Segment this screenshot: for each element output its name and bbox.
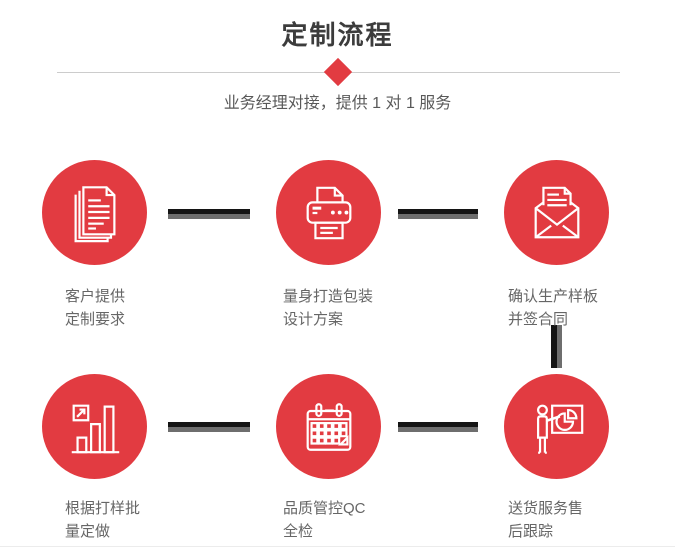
step-circle-6	[504, 374, 609, 479]
step-circle-1	[42, 160, 147, 265]
step-label-6-line2: 后跟踪	[508, 523, 554, 540]
step-label-2-line1: 量身打造包装	[283, 288, 374, 305]
bar-chart-icon	[64, 396, 126, 458]
step-label-6-line1: 送货服务售	[508, 500, 584, 517]
step-label-3-line2: 并签合同	[508, 311, 569, 328]
step-label-2: 量身打造包装 设计方案	[283, 285, 373, 331]
page-subtitle: 业务经理对接，提供 1 对 1 服务	[223, 95, 452, 112]
step-circle-3	[504, 160, 609, 265]
step-label-4-line1: 根据打样批	[65, 500, 141, 517]
step-circle-2	[276, 160, 381, 265]
presentation-icon	[526, 396, 588, 458]
connector-step4-step5	[168, 422, 250, 432]
calendar-icon	[298, 396, 360, 458]
envelope-icon	[526, 182, 588, 244]
step-circle-4	[42, 374, 147, 479]
step-label-3: 确认生产样板 并签合同	[508, 285, 598, 331]
connector-step2-step3	[398, 209, 478, 219]
diamond-icon	[323, 57, 353, 87]
connector-step5-step6	[398, 422, 478, 432]
connector-step3-step6	[551, 325, 562, 368]
step-label-5: 品质管控QC 全检	[283, 497, 366, 543]
step-label-1-line2: 定制要求	[65, 311, 126, 328]
step-label-1-line1: 客户提供	[65, 288, 126, 305]
printer-icon	[298, 182, 360, 244]
step-label-2-line2: 设计方案	[283, 311, 344, 328]
documents-icon	[64, 182, 126, 244]
step-label-1: 客户提供 定制要求	[65, 285, 125, 331]
step-label-6: 送货服务售 后跟踪	[508, 497, 583, 543]
bottom-divider-line	[0, 546, 675, 547]
step-label-5-line1: 品质管控QC	[283, 500, 366, 517]
step-label-3-line1: 确认生产样板	[508, 288, 599, 305]
step-label-4: 根据打样批 量定做	[65, 497, 140, 543]
page-title: 定制流程	[281, 20, 394, 50]
step-label-4-line2: 量定做	[65, 523, 111, 540]
step-label-5-line2: 全检	[283, 523, 314, 540]
connector-step1-step2	[168, 209, 250, 219]
step-circle-5	[276, 374, 381, 479]
